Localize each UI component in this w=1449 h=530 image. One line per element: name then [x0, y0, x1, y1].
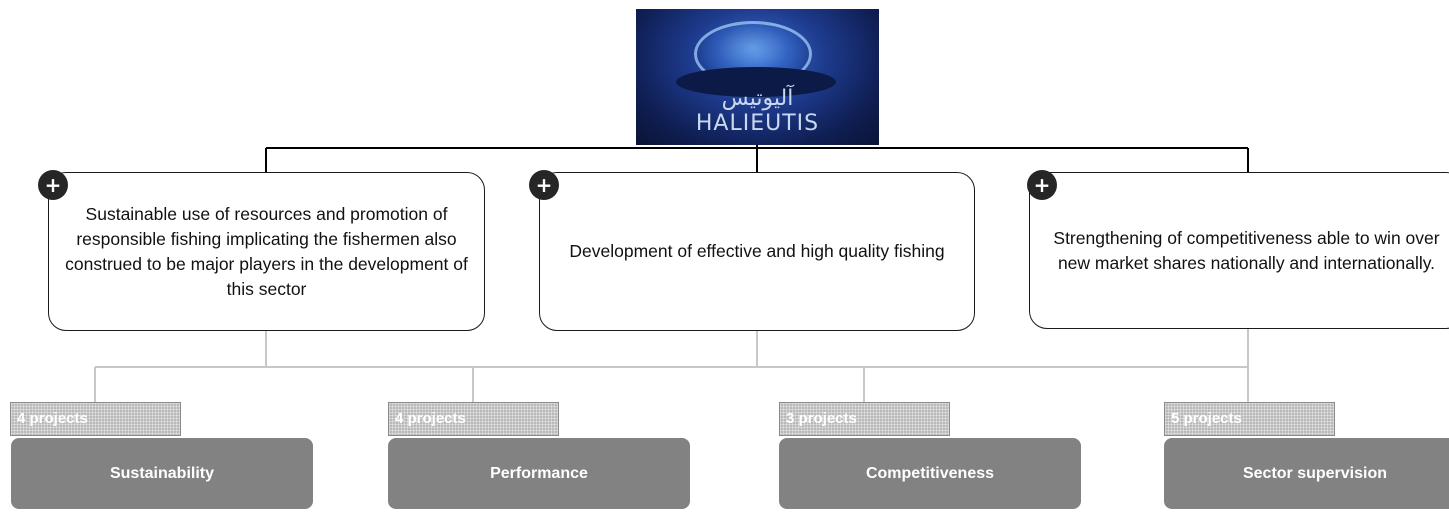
objective-text: Sustainable use of resources and promoti… [65, 203, 468, 299]
logo-brand-text: HALIEUTIS [695, 111, 820, 136]
halieutis-logo: آليوتيس HALIEUTIS [636, 9, 879, 145]
projects-count-tab: 4 projects [388, 402, 559, 436]
projects-count-tab: 5 projects [1164, 402, 1335, 436]
projects-count-tab: 4 projects [10, 402, 181, 436]
logo-wave-shape [676, 67, 836, 97]
objective-text: Development of effective and high qualit… [569, 241, 945, 261]
projects-count-tab: 3 projects [779, 402, 950, 436]
category-performance[interactable]: Performance [388, 438, 690, 509]
expand-plus-icon[interactable]: + [529, 170, 559, 200]
objective-box-sustainable-use: Sustainable use of resources and promoti… [48, 172, 485, 331]
objective-box-effective-fishing: Development of effective and high qualit… [539, 172, 975, 331]
category-sector-supervision[interactable]: Sector supervision [1164, 438, 1449, 509]
expand-plus-icon[interactable]: + [1027, 170, 1057, 200]
expand-plus-icon[interactable]: + [38, 170, 68, 200]
category-competitiveness[interactable]: Competitiveness [779, 438, 1081, 509]
objective-text: Strengthening of competitiveness able to… [1053, 227, 1440, 273]
category-sustainability[interactable]: Sustainability [11, 438, 313, 509]
objective-box-competitiveness: Strengthening of competitiveness able to… [1029, 172, 1449, 329]
logo-arabic-text: آليوتيس [721, 86, 794, 111]
